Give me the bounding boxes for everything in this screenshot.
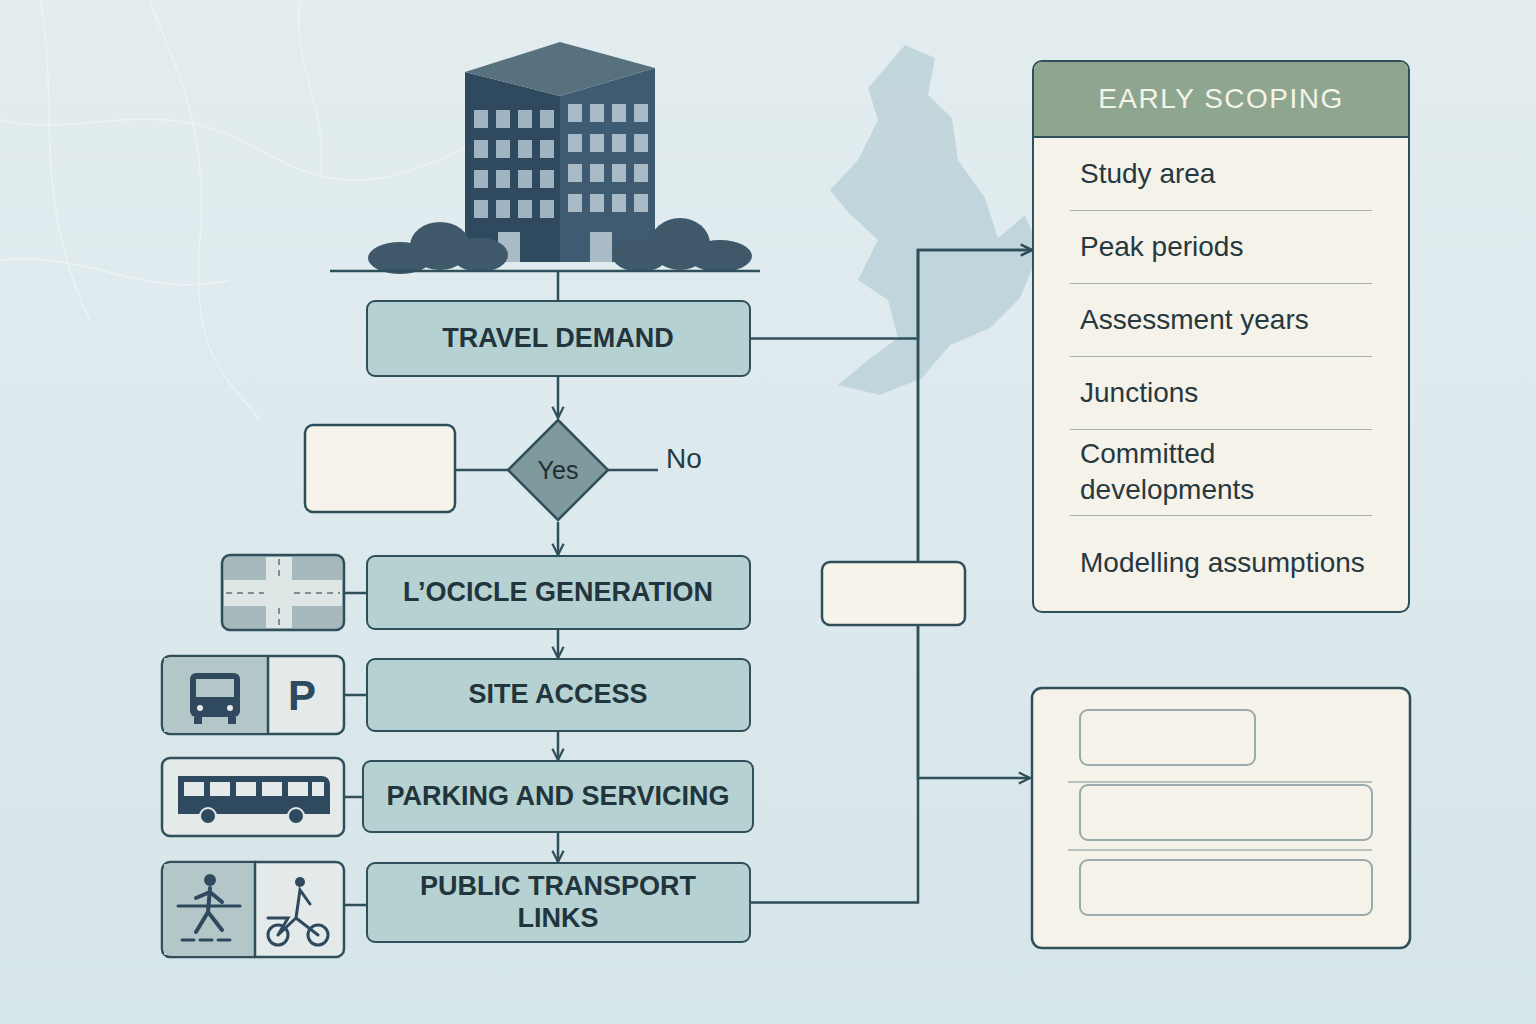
panel-row: Junctions bbox=[1070, 357, 1372, 430]
connector-arrow bbox=[557, 522, 560, 555]
connector-arrow bbox=[557, 630, 560, 658]
box-label: SITE ACCESS bbox=[468, 679, 647, 710]
window bbox=[590, 134, 604, 152]
scoping-item: Junctions bbox=[1080, 375, 1198, 411]
scoping-item: Committed developments bbox=[1080, 436, 1370, 509]
window bbox=[496, 170, 510, 188]
clouds bbox=[368, 218, 752, 274]
empty-panel bbox=[1032, 688, 1410, 948]
branch-line bbox=[455, 469, 510, 472]
connector-arrow bbox=[751, 250, 1033, 339]
panel-header: EARLY SCOPING bbox=[1034, 62, 1408, 138]
window bbox=[518, 110, 532, 128]
window bbox=[518, 140, 532, 158]
window bbox=[612, 194, 626, 212]
building-illustration bbox=[465, 42, 655, 262]
process-box: TRAVEL DEMAND bbox=[366, 300, 751, 377]
panel-row: Assessment years bbox=[1070, 284, 1372, 357]
trunk-line bbox=[918, 250, 1030, 778]
connector-arrow bbox=[751, 250, 1033, 903]
bus-icon bbox=[162, 758, 344, 836]
window bbox=[518, 170, 532, 188]
box-label: PUBLIC TRANSPORT LINKS bbox=[403, 871, 713, 933]
window bbox=[540, 200, 554, 218]
branch-line bbox=[606, 469, 658, 472]
door bbox=[590, 232, 612, 262]
scoping-item: Peak periods bbox=[1080, 229, 1243, 265]
window bbox=[634, 194, 648, 212]
bus-parking-icon bbox=[162, 656, 344, 734]
icon-links bbox=[344, 593, 366, 905]
building-link bbox=[557, 271, 560, 302]
window bbox=[496, 110, 510, 128]
panel-row: Modelling assumptions bbox=[1070, 516, 1372, 611]
ground-line bbox=[330, 270, 760, 273]
window bbox=[634, 164, 648, 182]
window bbox=[540, 140, 554, 158]
connector-arrow bbox=[557, 732, 560, 760]
window bbox=[540, 170, 554, 188]
branch-label: No bbox=[666, 443, 702, 475]
window bbox=[612, 104, 626, 122]
process-box: SITE ACCESS bbox=[366, 658, 751, 732]
window bbox=[634, 104, 648, 122]
process-box: PUBLIC TRANSPORT LINKS bbox=[366, 862, 751, 943]
box-label: L’OCICLE GENERATION bbox=[403, 577, 713, 608]
connector-arrow bbox=[557, 833, 560, 862]
window bbox=[568, 104, 582, 122]
empty-box bbox=[305, 425, 455, 512]
window bbox=[518, 200, 532, 218]
window bbox=[474, 110, 488, 128]
process-box: L’OCICLE GENERATION bbox=[366, 555, 751, 630]
decision-diamond: Yes bbox=[506, 418, 610, 522]
panel-row: Peak periods bbox=[1070, 211, 1372, 284]
window bbox=[568, 164, 582, 182]
panel-row: Study area bbox=[1070, 138, 1372, 211]
box-label: TRAVEL DEMAND bbox=[442, 323, 674, 354]
box-label: PARKING AND SERVICING bbox=[386, 781, 729, 812]
parking-symbol: P bbox=[288, 672, 316, 720]
window bbox=[474, 200, 488, 218]
empty-box bbox=[822, 562, 965, 625]
door bbox=[498, 232, 520, 262]
scoping-item: Modelling assumptions bbox=[1080, 545, 1365, 581]
window bbox=[612, 164, 626, 182]
window bbox=[474, 140, 488, 158]
connector-arrow bbox=[557, 377, 560, 418]
window bbox=[590, 104, 604, 122]
window bbox=[568, 134, 582, 152]
junction-icon bbox=[222, 555, 344, 630]
window bbox=[496, 200, 510, 218]
walk-cycle-icon bbox=[162, 862, 344, 957]
window bbox=[540, 110, 554, 128]
scoping-item: Study area bbox=[1080, 156, 1215, 192]
scoping-item: Assessment years bbox=[1080, 302, 1309, 338]
window bbox=[634, 134, 648, 152]
window bbox=[568, 194, 582, 212]
window bbox=[590, 194, 604, 212]
window bbox=[496, 140, 510, 158]
window bbox=[474, 170, 488, 188]
panel-row: Committed developments bbox=[1070, 430, 1372, 516]
scoping-panel: EARLY SCOPING Study areaPeak periodsAsses… bbox=[1032, 60, 1410, 613]
panel-heading: EARLY SCOPING bbox=[1098, 83, 1344, 115]
process-box: PARKING AND SERVICING bbox=[362, 760, 754, 833]
window bbox=[590, 164, 604, 182]
decision-label: Yes bbox=[538, 456, 579, 485]
england-map bbox=[830, 45, 1040, 395]
window bbox=[612, 134, 626, 152]
